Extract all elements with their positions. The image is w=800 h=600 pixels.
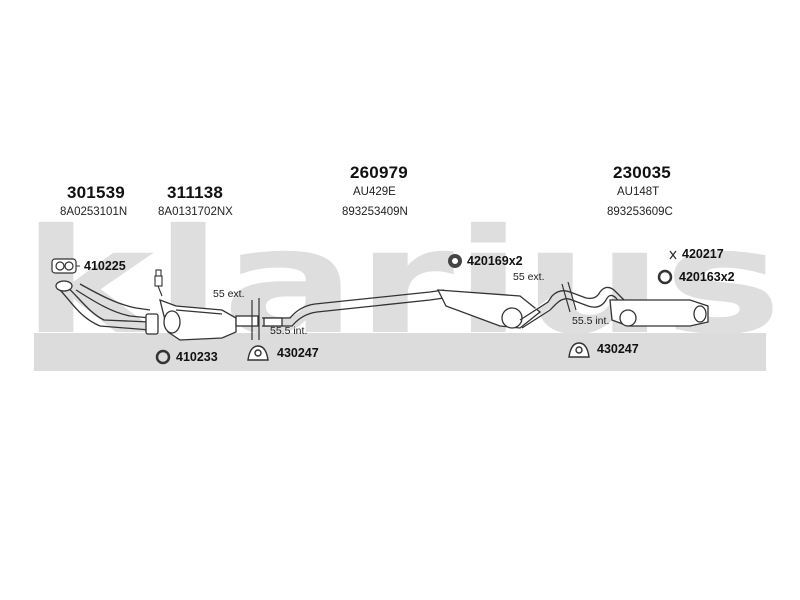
clamp-right [561,281,577,313]
note-55-ext-right: 55 ext. [513,271,545,283]
gasket-410225-icon [51,258,77,274]
part-410233: 410233 [176,350,218,364]
sub-AU429E: AU429E [353,186,396,198]
sensor-icon [154,269,163,297]
oem-893253609C: 893253609C [607,206,673,218]
rear-pipe [551,286,625,309]
note-55-ext-left: 55 ext. [213,288,245,300]
part-number-230035: 230035 [613,163,671,182]
ring-420169-icon [448,254,462,268]
part-number-311138: 311138 [167,183,224,202]
ring-410233-icon [155,349,171,365]
part-430247-right: 430247 [597,342,639,356]
part-410225: 410225 [84,259,126,273]
part-number-301539: 301539 [67,183,125,202]
hanger-430247-right-icon [568,342,590,358]
clamp-left [251,298,260,340]
centre-pipe [262,289,445,327]
note-55-5-int-left: 55.5 int. [270,325,308,337]
bolt-420217-icon [669,250,677,260]
sub-AU148T: AU148T [617,186,660,198]
oem-8A0131702NX: 8A0131702NX [158,206,233,218]
middle-silencer [436,289,557,329]
part-420163x2: 420163x2 [679,270,735,284]
part-430247-left: 430247 [277,346,319,360]
rear-silencer [609,299,709,327]
oem-893253409N: 893253409N [342,206,408,218]
part-420217: 420217 [682,247,724,261]
front-pipe [55,280,159,335]
part-420169x2: 420169x2 [467,254,523,268]
note-55-5-int-right: 55.5 int. [572,315,610,327]
part-number-260979: 260979 [350,163,408,182]
ring-420163-icon [657,269,673,285]
catalyst [159,298,259,341]
watermark-band [34,333,766,371]
hanger-430247-left-icon [247,345,269,361]
watermark-logo: klarius [22,198,782,367]
oem-8A0253101N: 8A0253101N [60,206,128,218]
